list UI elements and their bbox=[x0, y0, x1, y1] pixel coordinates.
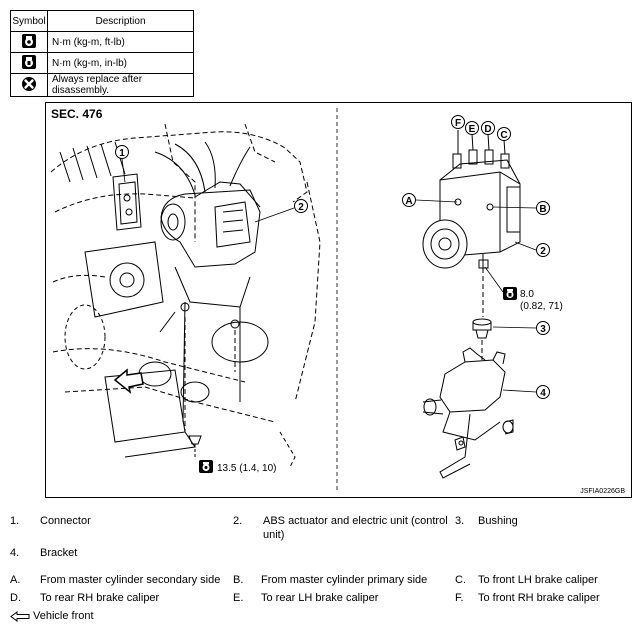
callout-3-label: 3 bbox=[540, 324, 546, 335]
symbol-row: Always replace after disassembly. bbox=[10, 73, 194, 97]
callout-E: E bbox=[465, 121, 479, 135]
callout-A-label: A bbox=[405, 196, 412, 207]
symbol-description: N·m (kg-m, ft-lb) bbox=[47, 31, 194, 53]
legend-text: Bracket bbox=[40, 547, 78, 559]
legend-text: To front RH brake caliper bbox=[478, 592, 600, 604]
vehicle-front-label: Vehicle front bbox=[33, 610, 94, 622]
legend-num: D. bbox=[10, 592, 21, 604]
symbol-cell bbox=[10, 73, 48, 97]
legend-text: From master cylinder secondary side bbox=[40, 574, 221, 586]
legend-num: 4. bbox=[10, 547, 20, 559]
torque-spec-right: 8.0 (0.82, 71) bbox=[484, 266, 563, 312]
legend-num: C. bbox=[455, 574, 466, 586]
symbol-row: N·m (kg-m, in-lb) bbox=[10, 52, 194, 74]
callout-D: D bbox=[481, 121, 495, 135]
symbol-table: Symbol Description N·m (kg-m, ft-lb) N·m… bbox=[10, 10, 194, 97]
description-column-header: Description bbox=[47, 10, 194, 32]
callout-B-label: B bbox=[539, 204, 546, 215]
callout-C: C bbox=[497, 127, 511, 141]
legend-text: From master cylinder primary side bbox=[261, 574, 428, 586]
legend-num: F. bbox=[455, 592, 464, 604]
callout-4-label: 4 bbox=[540, 388, 546, 399]
callout-F-label: F bbox=[455, 118, 461, 129]
legend-text: Bushing bbox=[478, 515, 518, 527]
section-label: SEC. 476 bbox=[51, 107, 103, 121]
symbol-cell bbox=[10, 31, 48, 53]
callout-2-right: 2 bbox=[514, 241, 550, 257]
callout-D-label: D bbox=[484, 124, 491, 135]
symbol-column-header: Symbol bbox=[10, 10, 48, 32]
vehicle-front-note: Vehicle front bbox=[10, 610, 94, 622]
symbol-description: Always replace after disassembly. bbox=[47, 73, 194, 97]
legend-text: To front LH brake caliper bbox=[478, 574, 598, 586]
vehicle-front-arrow-figure bbox=[113, 368, 144, 394]
symbol-row: N·m (kg-m, ft-lb) bbox=[10, 31, 194, 53]
legend-num: 1. bbox=[10, 515, 20, 527]
exploded-view-drawing bbox=[422, 130, 521, 479]
vehicle-location-drawing bbox=[50, 123, 321, 468]
legend-num: E. bbox=[233, 592, 244, 604]
abs-actuator-figure: SEC. 476 bbox=[45, 102, 632, 498]
torque-inlb-icon bbox=[22, 54, 36, 69]
vehicle-front-arrow-icon bbox=[10, 610, 30, 622]
legend-text: ABS actuator and electric unit (control … bbox=[263, 515, 448, 541]
legend-num: A. bbox=[10, 574, 21, 586]
legend-text: Connector bbox=[40, 515, 91, 527]
legend-text: To rear RH brake caliper bbox=[40, 592, 160, 604]
callout-E-label: E bbox=[469, 124, 476, 135]
always-replace-icon bbox=[22, 76, 36, 91]
torque-spec-left: 13.5 (1.4, 10) bbox=[199, 460, 276, 474]
callout-1-label: 1 bbox=[119, 148, 125, 159]
callout-A: A bbox=[402, 193, 458, 207]
legend-text: To rear LH brake caliper bbox=[261, 592, 379, 604]
callout-C-label: C bbox=[500, 130, 507, 141]
legend-num: B. bbox=[233, 574, 244, 586]
callout-2-left-label: 2 bbox=[298, 202, 304, 213]
torque-ftlb-icon bbox=[22, 33, 36, 48]
callout-2-right-label: 2 bbox=[540, 246, 546, 257]
symbol-cell bbox=[10, 52, 48, 74]
callout-4: 4 bbox=[502, 385, 550, 399]
callout-F: F bbox=[451, 115, 465, 129]
torque-right-value: 8.0 bbox=[520, 289, 534, 300]
torque-right-units: (0.82, 71) bbox=[520, 301, 563, 312]
callout-2-left: 2 bbox=[254, 199, 308, 223]
symbol-description: N·m (kg-m, in-lb) bbox=[47, 52, 194, 74]
callout-1: 1 bbox=[115, 145, 129, 183]
torque-left-value: 13.5 (1.4, 10) bbox=[217, 463, 276, 474]
bolt-left bbox=[188, 435, 202, 458]
figure-code: JSFIA0226GB bbox=[580, 488, 625, 495]
callout-B: B bbox=[492, 201, 550, 215]
callout-3: 3 bbox=[492, 321, 550, 335]
symbol-table-header: Symbol Description bbox=[10, 10, 194, 32]
legend-num: 2. bbox=[233, 515, 243, 527]
legend-num: 3. bbox=[455, 515, 465, 527]
